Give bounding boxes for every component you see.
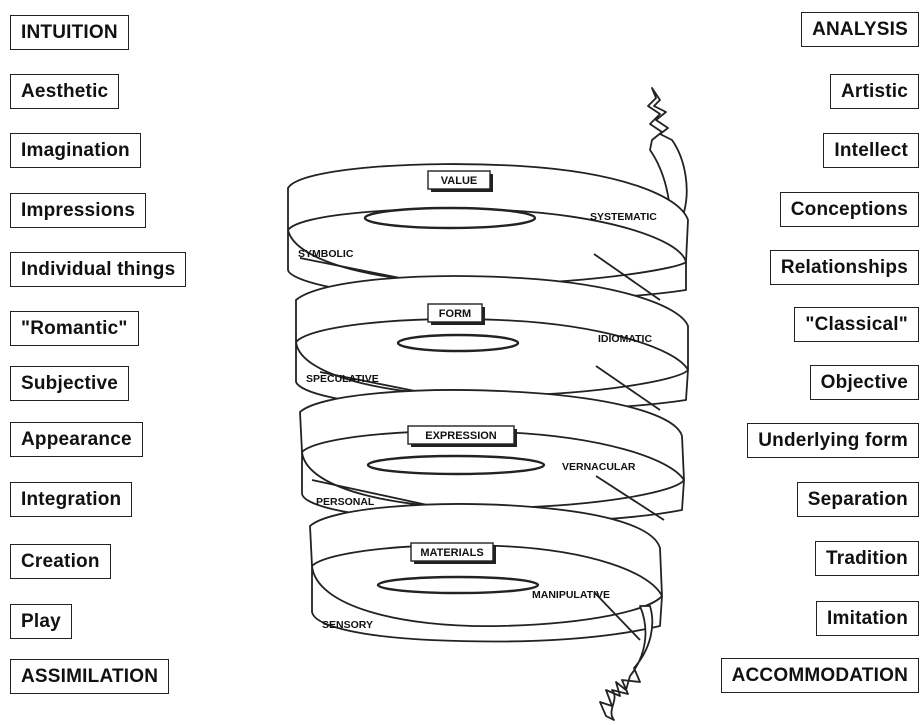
spiral-hole-3 — [366, 454, 546, 476]
label-speculative: SPECULATIVE — [306, 373, 379, 385]
bottom-ribbon-end — [599, 605, 654, 721]
label-vernacular: VERNACULAR — [562, 461, 636, 473]
level-tag-form: FORM — [427, 303, 485, 325]
right-term-imitation: Imitation — [816, 601, 919, 636]
label-manipulative: MANIPULATIVE — [532, 589, 610, 601]
left-term-creation: Creation — [10, 544, 111, 579]
level-tag-materials: MATERIALS — [410, 542, 496, 564]
left-term-aesthetic: Aesthetic — [10, 74, 120, 109]
left-term-play: Play — [10, 604, 72, 639]
right-term-relationships: Relationships — [769, 250, 919, 285]
right-term-underlying-form: Underlying form — [747, 423, 919, 458]
label-sensory: SENSORY — [322, 619, 373, 631]
svg-text:EXPRESSION: EXPRESSION — [425, 430, 497, 442]
spiral-hole-1 — [363, 206, 537, 230]
svg-text:VALUE: VALUE — [441, 175, 477, 187]
left-term-integration: Integration — [10, 482, 133, 517]
left-term-imagination: Imagination — [10, 133, 141, 168]
left-term-appearance: Appearance — [10, 422, 143, 457]
right-term-accommodation: ACCOMMODATION — [720, 658, 919, 693]
right-term-tradition: Tradition — [814, 541, 919, 576]
right-term-separation: Separation — [796, 482, 919, 517]
level-tag-expression: EXPRESSION — [407, 425, 517, 447]
right-term-artistic: Artistic — [829, 74, 919, 109]
right-term-objective: Objective — [809, 365, 919, 400]
label-personal: PERSONAL — [316, 496, 375, 508]
label-idiomatic: IDIOMATIC — [598, 333, 652, 345]
left-term-assimilation: ASSIMILATION — [10, 659, 170, 694]
svg-text:FORM: FORM — [439, 308, 471, 320]
left-term-impressions: Impressions — [10, 193, 147, 228]
left-term-individual-things: Individual things — [10, 252, 187, 287]
right-term-intellect: Intellect — [823, 133, 919, 168]
svg-text:MATERIALS: MATERIALS — [420, 547, 483, 559]
level-tag-value: VALUE — [427, 170, 493, 192]
left-term-intuition: INTUITION — [10, 15, 129, 50]
left-term-subjective: Subjective — [10, 366, 130, 401]
label-symbolic: SYMBOLIC — [298, 248, 354, 260]
right-term-analysis: ANALYSIS — [801, 12, 919, 47]
label-systematic: SYSTEMATIC — [590, 211, 657, 223]
right-term-conceptions: Conceptions — [779, 192, 919, 227]
left-term-romantic: "Romantic" — [10, 311, 139, 346]
spiral-hole-4 — [376, 575, 540, 595]
spiral-hole-2 — [396, 333, 520, 353]
right-term-classical: "Classical" — [794, 307, 919, 342]
